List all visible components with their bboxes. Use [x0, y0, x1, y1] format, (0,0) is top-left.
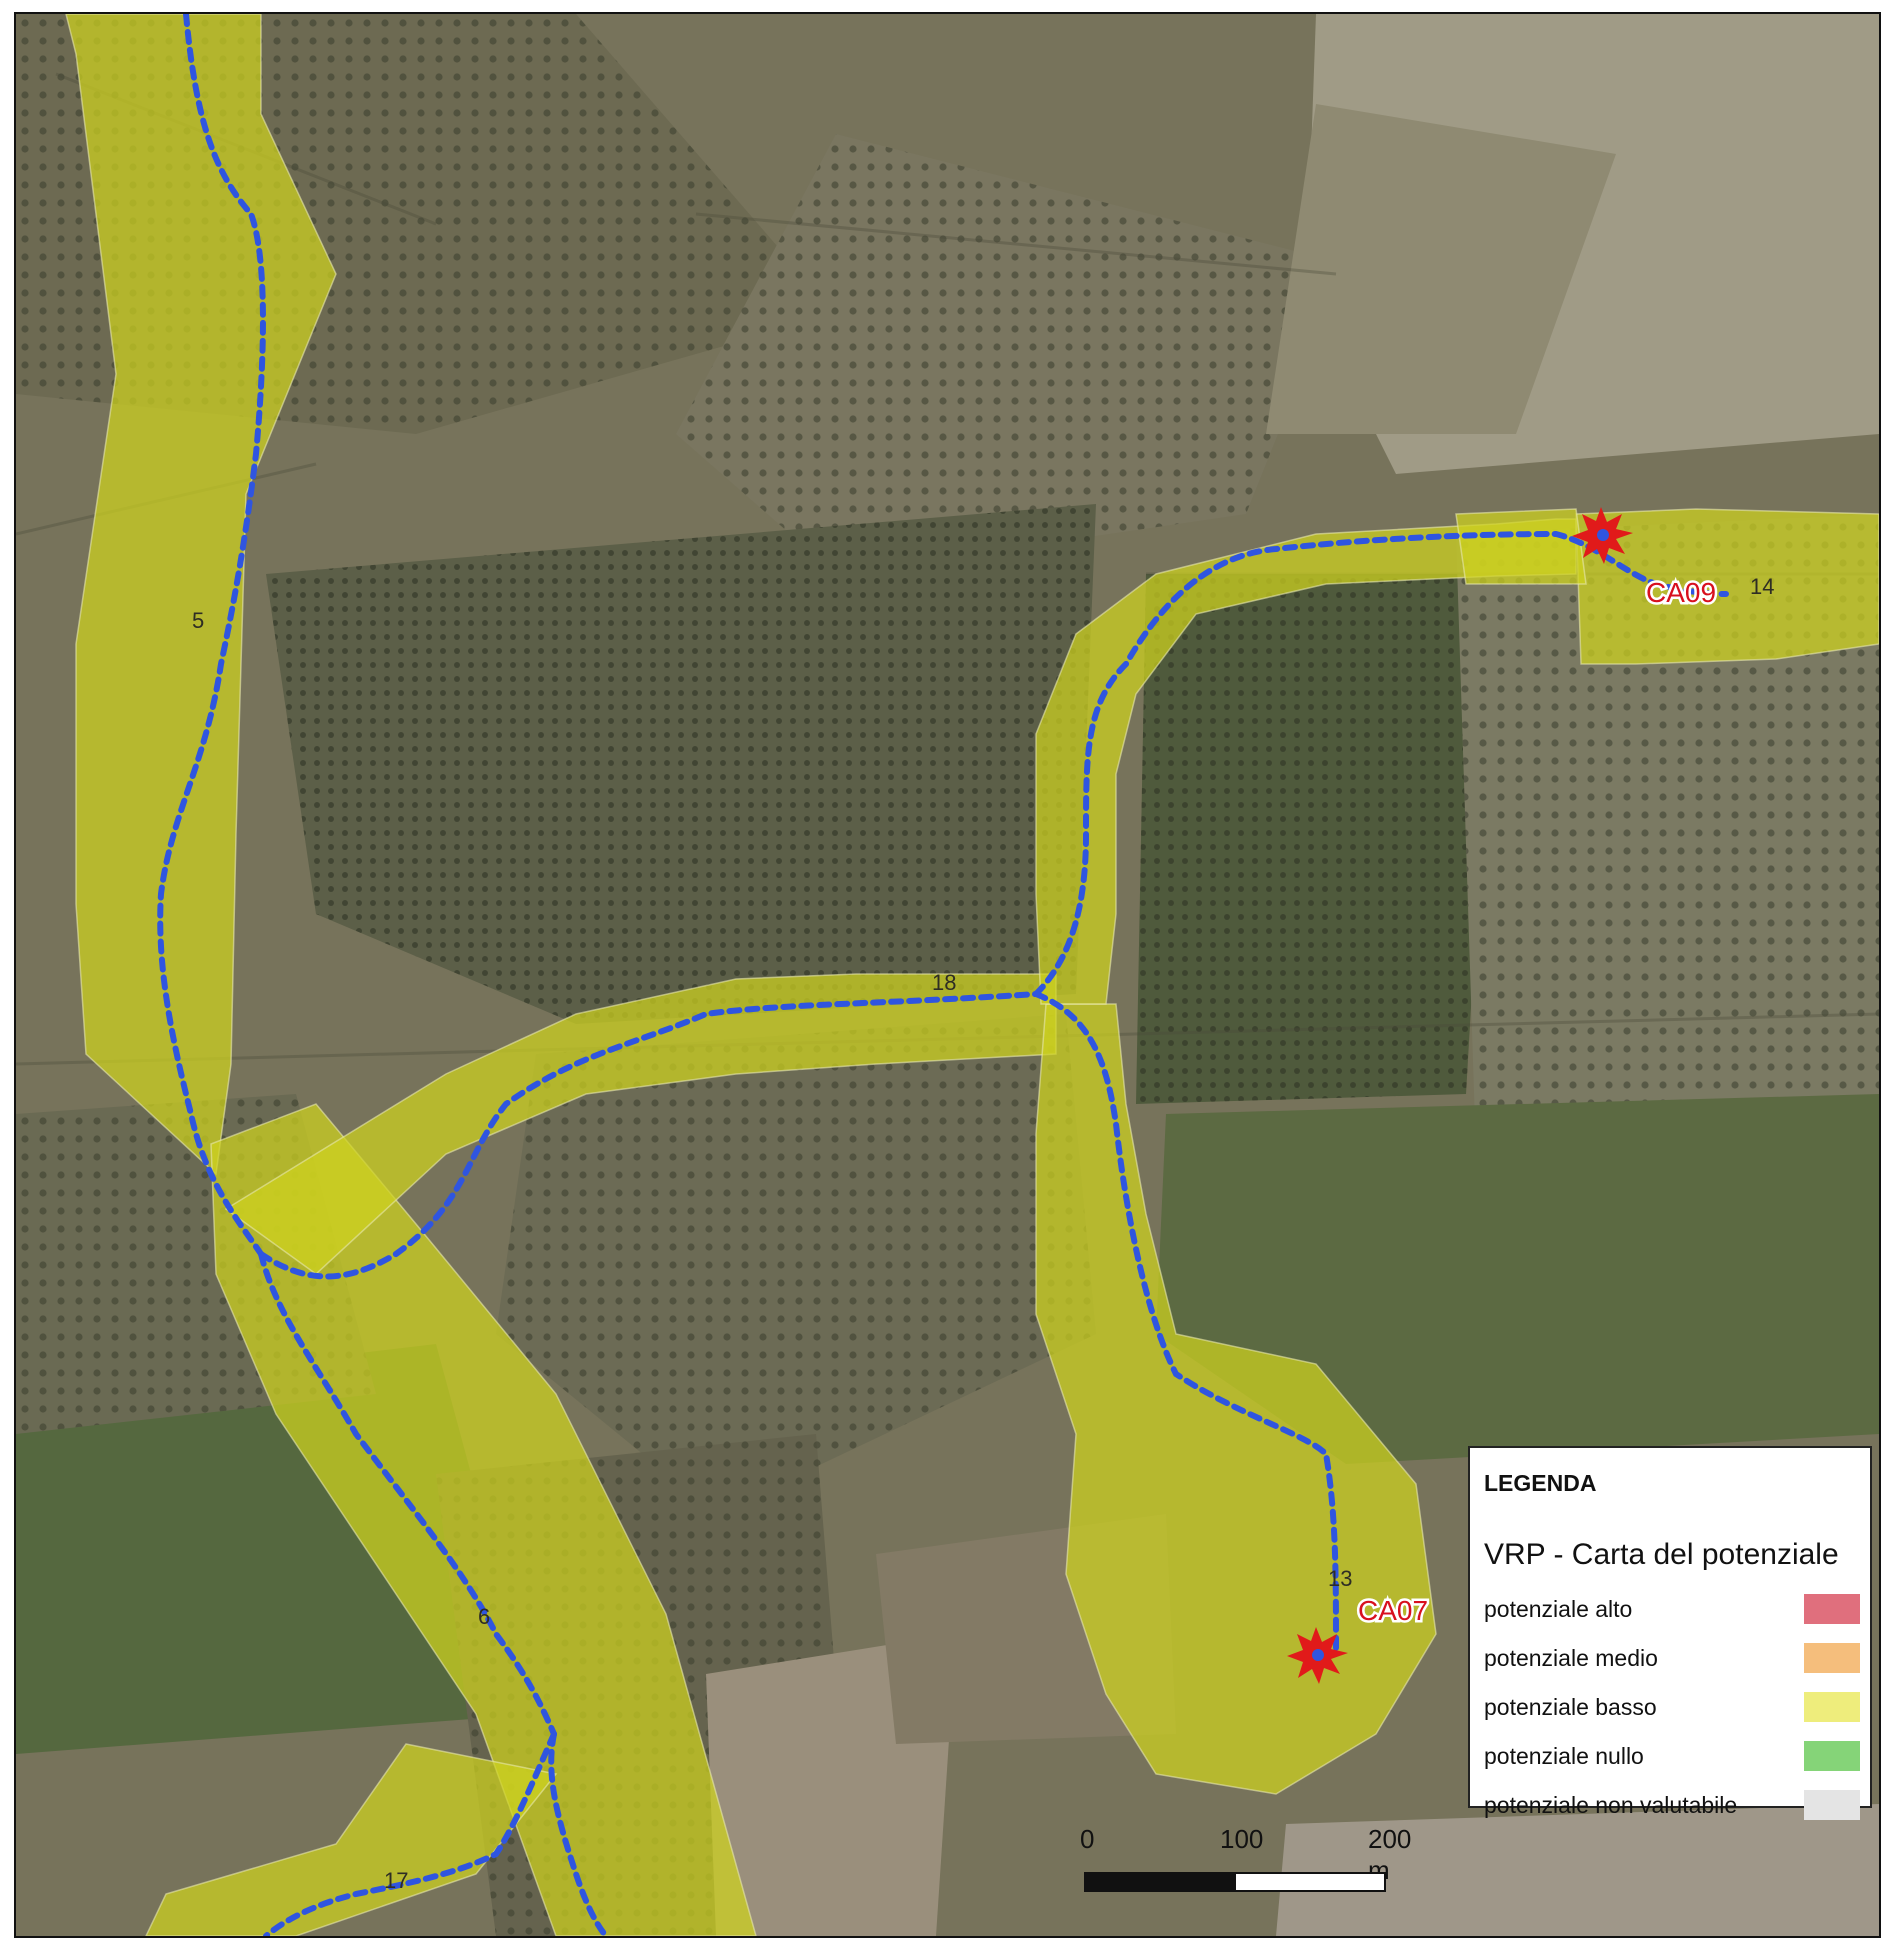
buffer-ca09[interactable] — [1455, 508, 1587, 585]
segment-labels: 5 6 17 18 13 14 — [192, 574, 1774, 1893]
map-frame[interactable]: 5 6 17 18 13 14 CA09 CA07 0 100 200 m LE… — [14, 12, 1881, 1938]
site-label-ca07[interactable]: CA07 — [1356, 1593, 1431, 1629]
legend-label: potenziale basso — [1484, 1694, 1657, 1720]
segment-label-17: 17 — [384, 1868, 408, 1893]
legend-subtitle: VRP - Carta del potenziale — [1484, 1538, 1839, 1571]
scale-bar-white — [1234, 1872, 1386, 1892]
route-14[interactable] — [1033, 530, 1729, 997]
site-label-ca09[interactable]: CA09 — [1644, 575, 1719, 611]
legend-label: potenziale nullo — [1484, 1743, 1644, 1769]
legend-title: LEGENDA — [1484, 1470, 1597, 1496]
buffer-route-6[interactable] — [210, 1103, 757, 1936]
legend-swatch — [1804, 1643, 1860, 1673]
route-6-south[interactable] — [548, 1731, 609, 1936]
segment-label-14: 14 — [1750, 574, 1774, 599]
buffer-route-14[interactable] — [1035, 518, 1577, 1005]
legend-label: potenziale medio — [1484, 1645, 1658, 1671]
route-18[interactable] — [258, 991, 1039, 1280]
segment-label-13: 13 — [1328, 1566, 1352, 1591]
buffer-route-5[interactable] — [65, 14, 337, 1176]
legend-item-medio[interactable]: potenziale medio — [1484, 1643, 1860, 1675]
scale-bar-black — [1084, 1872, 1236, 1892]
route-6[interactable] — [258, 1251, 557, 1737]
site-marker-ca07[interactable] — [1287, 1627, 1348, 1684]
legend-item-alto[interactable]: potenziale alto — [1484, 1594, 1860, 1626]
segment-label-6: 6 — [478, 1604, 490, 1629]
legend-item-basso[interactable]: potenziale basso — [1484, 1692, 1860, 1724]
buffer-route-17[interactable] — [145, 1743, 558, 1936]
map-canvas[interactable]: 5 6 17 18 13 14 CA09 CA07 — [16, 14, 1879, 1936]
segment-label-18: 18 — [932, 970, 956, 995]
buffer-route-14-east[interactable] — [1575, 508, 1879, 665]
legend-swatch — [1804, 1692, 1860, 1722]
route-17[interactable] — [263, 1731, 557, 1936]
legend-item-nullo[interactable]: potenziale nullo — [1484, 1741, 1860, 1773]
legend-label: potenziale non valutabile — [1484, 1792, 1738, 1818]
legend-swatch — [1804, 1594, 1860, 1624]
legend: LEGENDA VRP - Carta del potenziale poten… — [1468, 1446, 1872, 1820]
legend-swatch — [1804, 1741, 1860, 1771]
legend-item-non-valutabile[interactable]: potenziale non valutabile — [1484, 1790, 1860, 1822]
route-5[interactable] — [157, 14, 266, 1257]
route-13[interactable] — [1033, 991, 1339, 1657]
scale-label-0: 0 — [1080, 1824, 1095, 1854]
site-labels: CA09 CA07 — [1356, 575, 1719, 1629]
route-lines — [157, 14, 1729, 1936]
scale-label-100: 100 — [1220, 1824, 1264, 1854]
scale-bar: 0 100 200 m — [1080, 1824, 1411, 1904]
legend-label: potenziale alto — [1484, 1596, 1633, 1622]
segment-label-5: 5 — [192, 608, 204, 633]
legend-swatch — [1804, 1790, 1860, 1820]
site-marker-ca09[interactable] — [1572, 507, 1633, 564]
